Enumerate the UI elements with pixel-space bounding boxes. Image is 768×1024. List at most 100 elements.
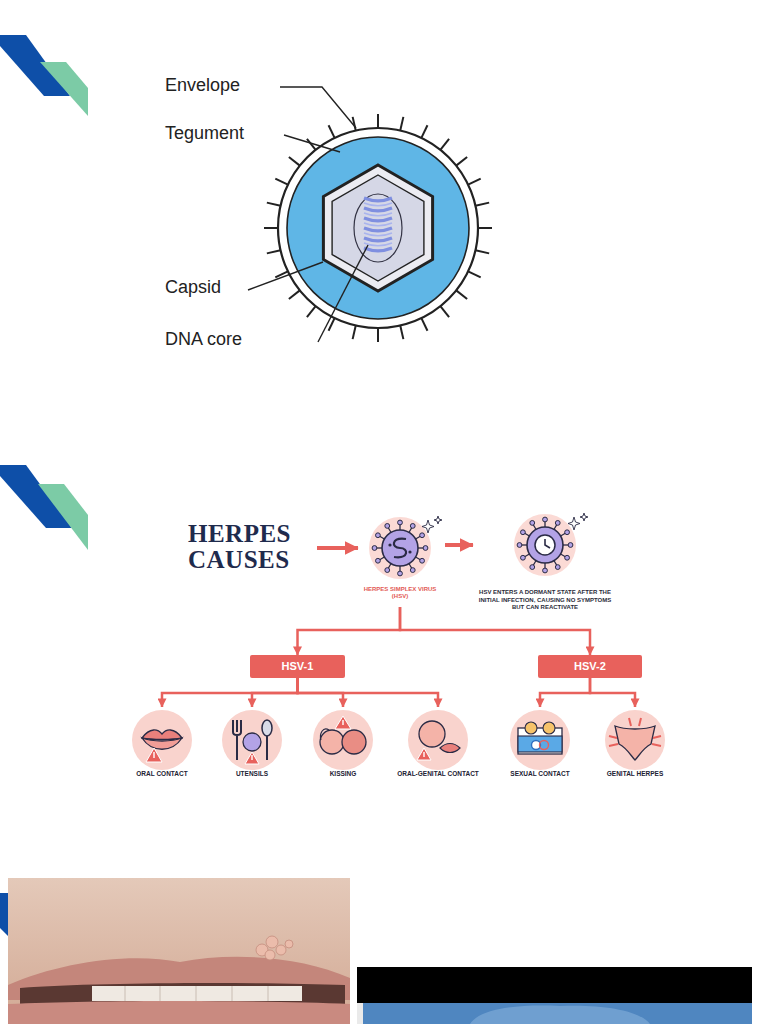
bed-icon	[518, 722, 562, 754]
virus-icon	[527, 527, 563, 563]
virus-icon	[517, 517, 573, 573]
bed-icon	[543, 722, 555, 734]
node-text: HSV ENTERS A DORMANT STATE AFTER THE INI…	[473, 512, 617, 612]
lips-icon	[142, 730, 182, 762]
utensils-icon	[251, 755, 252, 760]
sparkle	[434, 516, 442, 524]
circle-outline	[358, 515, 442, 583]
virus-icon	[555, 521, 560, 526]
leader-line	[248, 262, 323, 290]
virus-icon	[521, 530, 526, 535]
virus-structure	[264, 114, 492, 342]
utensils-icon	[233, 720, 241, 760]
flow-arrow	[400, 607, 590, 655]
virus-icon	[560, 533, 566, 537]
envelope-spike	[421, 125, 427, 138]
virus-icon	[560, 554, 566, 558]
lips-icon	[142, 738, 182, 749]
utensils-icon	[245, 752, 259, 764]
node-text: KISSING	[301, 707, 385, 778]
envelope-spike	[264, 114, 492, 342]
virus-icon	[544, 562, 545, 569]
virus-structure	[287, 137, 469, 319]
node-text: UTENSILS	[210, 707, 294, 778]
virus-structure	[354, 194, 402, 262]
virus-icon	[399, 524, 400, 531]
kissing-icon	[342, 730, 366, 754]
virus-icon	[415, 557, 421, 561]
envelope-spike	[400, 117, 403, 131]
dormant-node: HSV ENTERS A DORMANT STATE AFTER THE INI…	[473, 512, 617, 618]
virus-icon	[554, 524, 558, 530]
virus-icon	[394, 539, 406, 557]
envelope-spike	[440, 139, 449, 150]
envelope-spike	[475, 250, 489, 253]
virus-icon	[376, 533, 381, 538]
flow-arrow	[590, 678, 635, 707]
flow-arrow	[298, 678, 344, 707]
virus-icon	[517, 543, 522, 548]
virus-icon	[417, 547, 424, 548]
chevron-decoration	[0, 465, 88, 550]
flow-arrow	[298, 607, 401, 655]
virus-icon	[423, 546, 428, 551]
envelope-spike	[478, 227, 492, 229]
virus-icon	[420, 533, 425, 538]
virus-icon	[521, 544, 528, 545]
circle-outline	[210, 707, 294, 775]
leader-line	[318, 245, 368, 342]
virus-icon	[555, 565, 560, 570]
envelope-spike	[275, 179, 288, 185]
virus-icon	[398, 520, 403, 525]
kissing-icon	[320, 729, 329, 740]
envelope-spike	[421, 318, 427, 331]
circle-outline	[498, 707, 582, 775]
virus-icon	[533, 524, 537, 530]
virus-icon	[408, 550, 411, 553]
circle-outline	[605, 710, 665, 770]
virus-icon	[524, 554, 530, 558]
part-label: Envelope	[165, 75, 240, 96]
envelope-spike	[377, 328, 379, 342]
part-label: Capsid	[165, 277, 221, 298]
virus-icon	[544, 521, 545, 528]
lips-icon	[153, 752, 154, 758]
envelope-spike	[329, 125, 335, 138]
cold-sore-photo	[266, 936, 278, 948]
genital-icon	[609, 718, 661, 760]
sparkle	[568, 517, 580, 530]
chevron-decoration	[0, 35, 88, 116]
virus-icon	[409, 563, 413, 569]
virus-icon	[517, 517, 573, 573]
chevron-decoration	[38, 484, 88, 550]
flow-arrow	[317, 546, 358, 550]
utensils-icon	[233, 720, 272, 764]
virus-icon	[376, 547, 383, 548]
node-text: SEXUAL CONTACT	[498, 707, 582, 778]
virus-icon	[535, 535, 555, 555]
circle-outline	[222, 710, 282, 770]
node-text: ORAL-GENITAL CONTACT	[396, 707, 480, 778]
cold-sore-photo	[276, 945, 286, 955]
cold-sore-photo	[8, 878, 350, 1024]
genital-icon	[615, 726, 655, 760]
virus-icon	[568, 543, 573, 548]
virus-icon	[379, 536, 385, 540]
virus-icon	[376, 558, 381, 563]
utensils-icon	[262, 720, 272, 736]
envelope-spike	[289, 290, 300, 299]
lips-icon	[142, 730, 182, 740]
video-photo	[357, 1003, 752, 1024]
kissing-icon	[320, 730, 344, 754]
type-box: HSV-2	[538, 655, 642, 678]
cold-sore-photo	[265, 950, 275, 960]
chevron-decoration	[40, 62, 88, 116]
virus-structure	[364, 198, 392, 251]
cause-icon: GENITAL HERPES	[593, 707, 677, 791]
leader-line	[284, 135, 340, 152]
lips-icon	[146, 748, 162, 762]
circle-outline	[514, 514, 576, 576]
virus-icon	[521, 555, 526, 560]
sparkle	[422, 513, 588, 533]
kissing-icon	[342, 720, 343, 725]
